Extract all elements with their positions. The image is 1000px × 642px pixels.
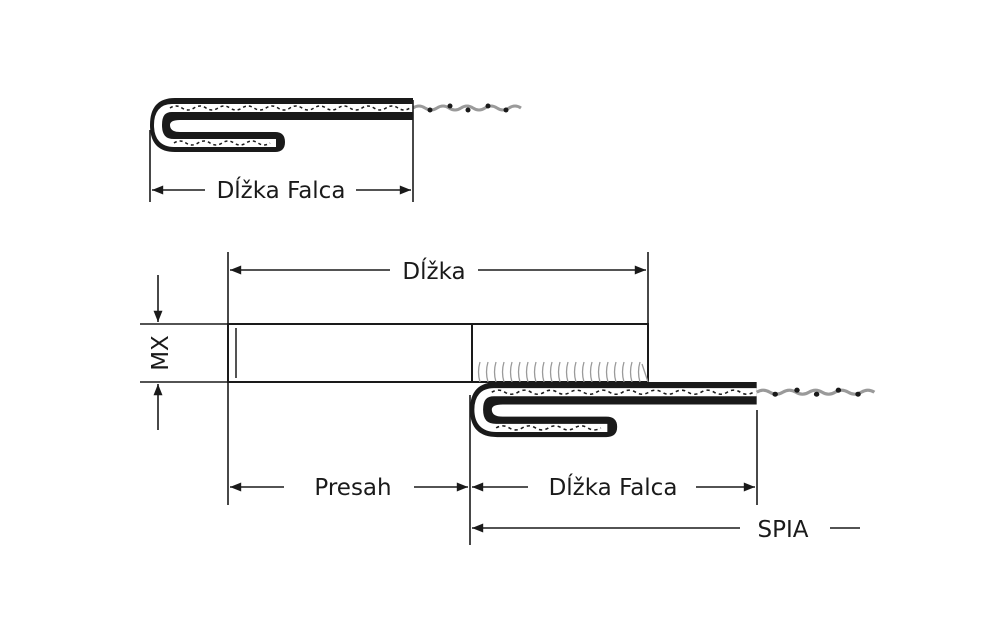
top-fold-illustration [150,98,521,152]
overlap-block [227,323,649,383]
bottom-fold-dimension: Dĺžka Falca [472,410,758,505]
bottom-fold-illustration [470,382,874,437]
top-fold-dimension: Dĺžka Falca [149,100,414,204]
bottom-fold-length-label: Dĺžka Falca [549,473,678,501]
joint-label: SPIA [758,517,809,543]
mx-label: MX [148,335,174,371]
overlap-label: Presah [314,475,391,501]
overlap-dimension: Presah [230,395,471,545]
mx-dimension: MX [140,275,228,430]
length-dimension: Dĺžka [227,252,649,505]
joint-dimension: SPIA [472,517,860,543]
top-fold-length-label: Dĺžka Falca [217,176,346,204]
length-label: Dĺžka [402,257,465,285]
